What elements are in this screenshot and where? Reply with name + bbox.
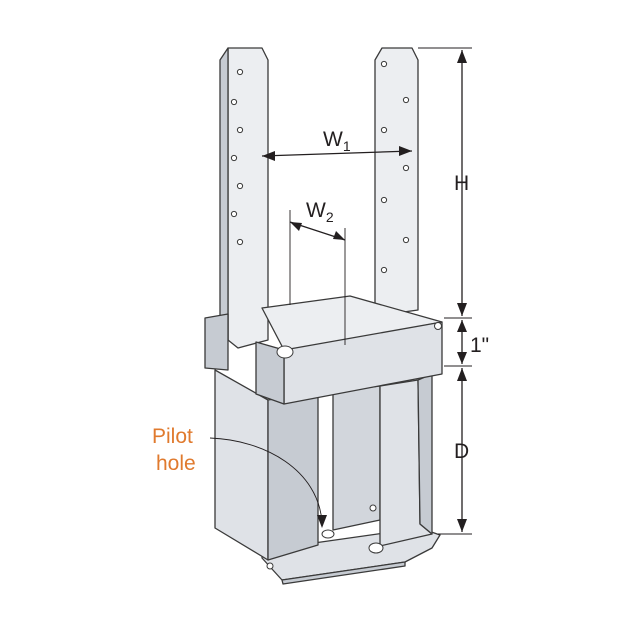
dim-w1: W1 (261, 128, 413, 161)
pilot-hole-callout: Pilot hole (152, 425, 327, 528)
left-strap-fold (204, 313, 229, 371)
pilot-hole-label-line2: hole (156, 452, 196, 475)
seat-left-face (255, 341, 285, 405)
lower-left-side (214, 369, 269, 561)
dim-one-inch-label: 1" (470, 334, 489, 357)
dim-w2: W2 (289, 199, 346, 345)
left-strap (227, 47, 269, 349)
anchor-slot (368, 542, 384, 554)
dim-h-label: H (454, 172, 469, 195)
dim-d-label: D (454, 440, 469, 463)
dim-vertical (418, 47, 472, 535)
right-strap-holes (380, 60, 410, 274)
dim-w2-label: W2 (306, 199, 334, 225)
pilot-hole-label-line1: Pilot (152, 425, 193, 448)
bottom-plate-edge (281, 561, 406, 585)
seat-corner-hole (276, 345, 294, 359)
right-strap (374, 47, 419, 317)
left-strap-edge (219, 47, 229, 341)
pilot-hole (321, 529, 335, 539)
lower-right-flange (417, 373, 433, 535)
lower-left-strip (267, 391, 319, 561)
dim-w1-label: W1 (323, 128, 351, 154)
left-strap-holes (230, 68, 244, 246)
